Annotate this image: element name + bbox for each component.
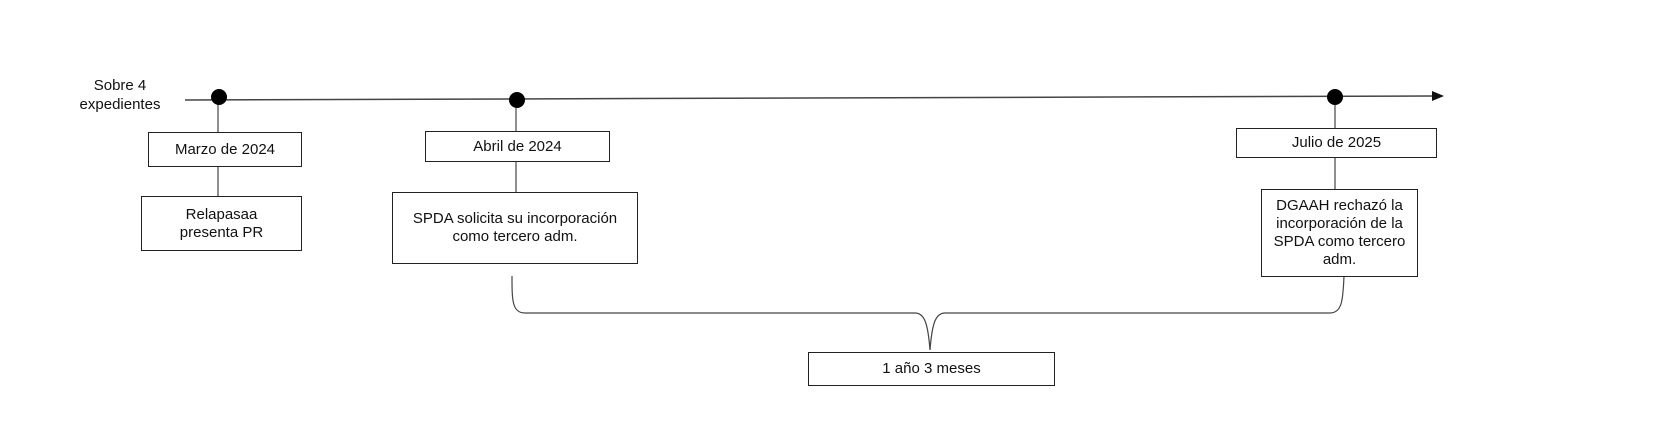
- event-marker: [509, 92, 525, 108]
- timeline-axis: [184, 95, 1435, 101]
- event-description-box: Relapasaa presenta PR: [141, 196, 302, 251]
- arrow-head-icon: [1432, 91, 1444, 101]
- event-date-box: Marzo de 2024: [148, 132, 302, 167]
- event-marker: [211, 89, 227, 105]
- start-label: Sobre 4 expedientes: [79, 77, 161, 113]
- event-description-box: DGAAH rechazó la incorporación de la SPD…: [1261, 189, 1418, 277]
- event-date-box: Julio de 2025: [1236, 128, 1437, 158]
- event-description-box: SPDA solicita su incorporación como terc…: [392, 192, 638, 264]
- event-marker: [1327, 89, 1343, 105]
- event-date-box: Abril de 2024: [425, 131, 610, 162]
- duration-box: 1 año 3 meses: [808, 352, 1055, 386]
- duration-brace: [511, 275, 1345, 351]
